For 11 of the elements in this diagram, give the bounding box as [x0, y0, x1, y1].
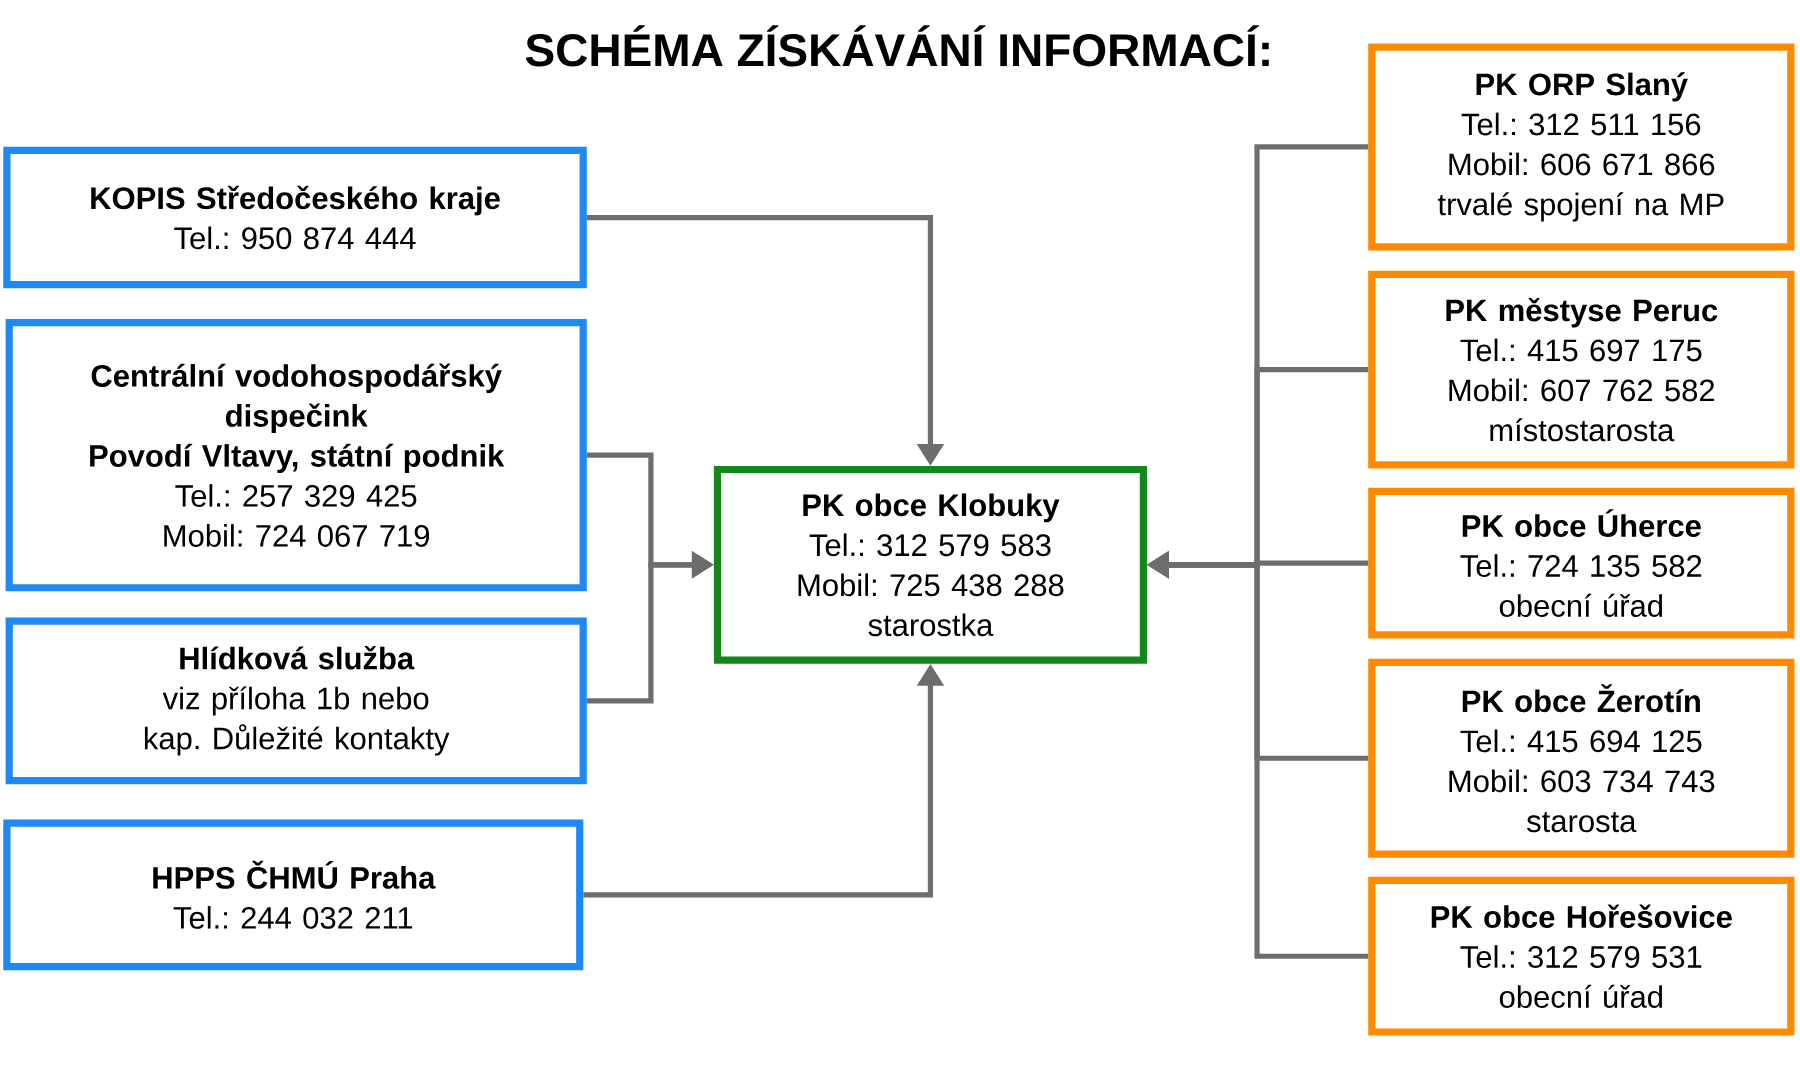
contact-box: PK obce Úherce Tel.: 724 135 582 obecní úřad [1368, 487, 1795, 639]
contact-box: PK obce Žerotín Tel.: 415 694 125 Mobil: 603 734 743 starosta [1368, 658, 1795, 858]
contact-box: PK obce Klobuky Tel.: 312 579 583 Mobil: 725 438 288 starostka [713, 465, 1147, 664]
diagram-title: SCHÉMA ZÍSKÁVÁNÍ INFORMACÍ: [525, 25, 1269, 67]
contact-box: PK ORP Slaný Tel.: 312 511 156 Mobil: 606 671 866 trvalé spojení na MP [1368, 43, 1795, 251]
contact-box: HPPS ČHMÚ Praha Tel.: 244 032 211 [3, 819, 584, 971]
contact-box: Hlídková služba viz příloha 1b nebo kap. Důležité kontakty [5, 617, 587, 785]
contact-box: PK obce Hořešovice Tel.: 312 579 531 obecní úřad [1368, 876, 1795, 1036]
contact-box: PK městyse Peruc Tel.: 415 697 175 Mobil: 607 762 582 místostarosta [1368, 270, 1795, 469]
contact-box: Centrální vodohospodářský dispečink Povodí Vltavy, státní podnik Tel.: 257 329 425 Mobil: 724 067 719 [5, 318, 587, 592]
contact-box: KOPIS Středočeského kraje Tel.: 950 874 444 [3, 146, 587, 289]
